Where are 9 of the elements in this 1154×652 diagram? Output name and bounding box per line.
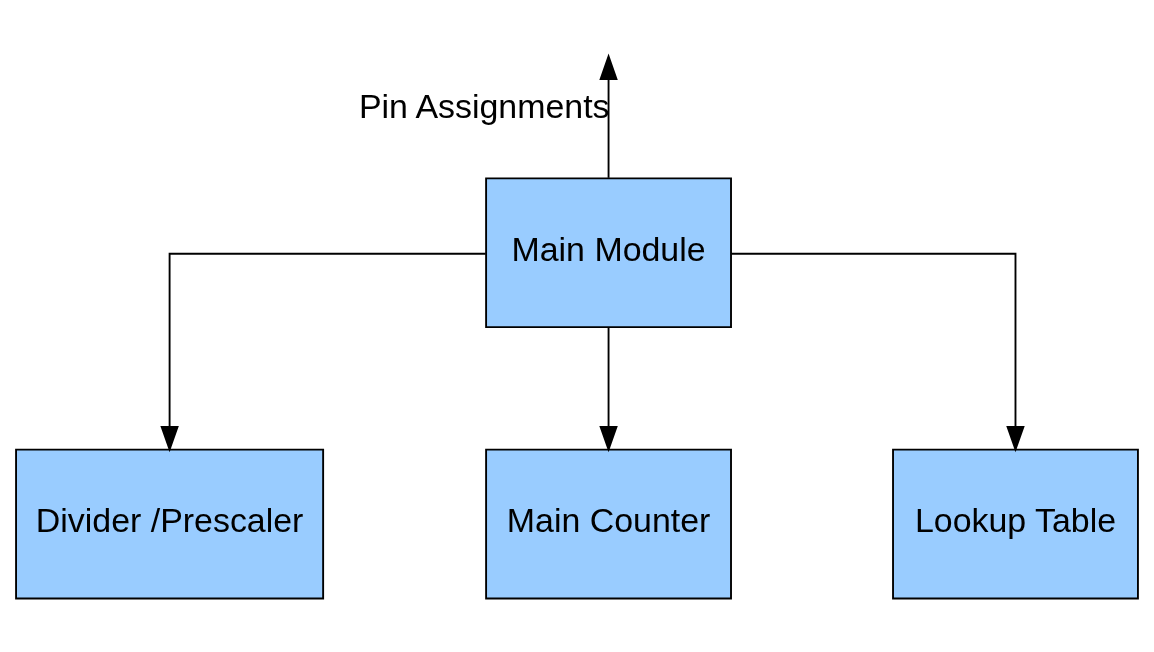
arrow <box>599 53 618 179</box>
edge-label: Pin Assignments <box>358 86 610 125</box>
arrow <box>160 252 487 452</box>
node-box: Lookup Table <box>892 448 1139 599</box>
node-box: Main Module <box>485 176 732 328</box>
arrow <box>599 326 618 452</box>
node-box: Divider /Prescaler <box>15 448 325 599</box>
node-box: Main Counter <box>485 448 732 599</box>
arrow <box>730 252 1025 452</box>
